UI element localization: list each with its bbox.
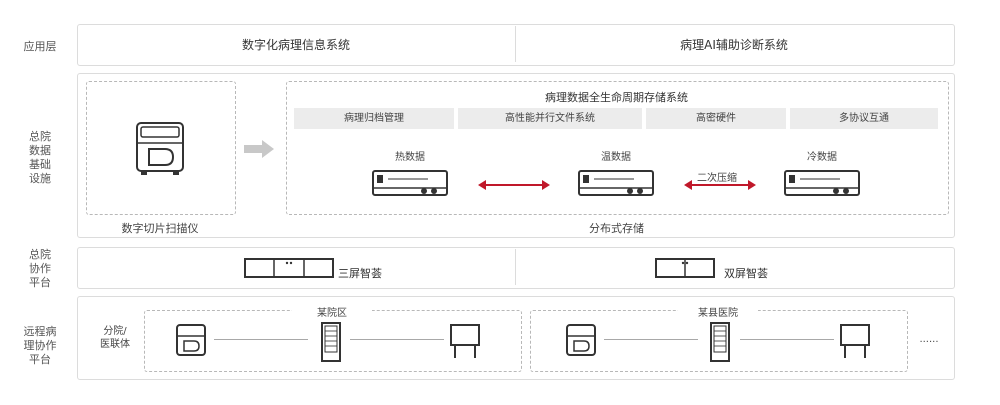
- remote-group-campus-label: 某院区: [292, 304, 372, 319]
- layer-label-remote: 远程病 理协作 平台: [23, 325, 57, 366]
- connector-line: [214, 339, 308, 340]
- triple-screen-label[interactable]: 三屏智荟: [338, 267, 382, 280]
- connector-line: [350, 339, 444, 340]
- feature-archive-mgmt: 病理归档管理: [294, 108, 454, 129]
- layer-label-application: 应用层: [23, 40, 57, 53]
- storage-cabinet-icon: [710, 322, 730, 362]
- hot-warm-arrow-icon: [478, 180, 550, 190]
- server-hot-icon: [372, 170, 448, 196]
- storage-cabinet-icon: [321, 322, 341, 362]
- triple-screen-icon: [244, 258, 334, 278]
- display-stand-icon: [450, 324, 480, 358]
- dual-screen-label[interactable]: 双屏智荟: [724, 267, 768, 280]
- feature-parallel-fs: 高性能并行文件系统: [458, 108, 642, 129]
- flow-arrow-icon: [244, 140, 274, 158]
- application-divider: [515, 26, 516, 62]
- warm-cold-arrow-icon: [684, 180, 756, 190]
- app-pathology-ai-system[interactable]: 病理AI辅助诊断系统: [680, 38, 788, 52]
- more-ellipsis: ......: [919, 334, 939, 345]
- scanner-small-icon: [176, 324, 206, 356]
- connector-line: [740, 339, 834, 340]
- server-cold-icon: [784, 170, 860, 196]
- dual-screen-icon: [655, 258, 715, 278]
- scanner-icon: [136, 122, 184, 175]
- app-digital-pathology-system[interactable]: 数字化病理信息系统: [241, 38, 350, 52]
- display-stand-icon: [840, 324, 870, 358]
- server-warm-icon: [578, 170, 654, 196]
- tier-label-warm: 温数据: [601, 152, 631, 163]
- collaboration-layer-box: [77, 247, 955, 289]
- remote-group-county-label: 某县医院: [678, 304, 758, 319]
- layer-label-collaboration: 总院 协作 平台: [29, 248, 51, 289]
- scanner-small-icon: [566, 324, 596, 356]
- application-layer-box: [77, 24, 955, 66]
- layer-label-infrastructure: 总院 数据 基础 设施: [29, 130, 51, 185]
- compression-label: 二次压缩: [697, 173, 737, 184]
- scanner-label: 数字切片扫描仪: [121, 222, 199, 235]
- storage-caption: 分布式存储: [589, 222, 644, 235]
- branch-label: 分院/ 医联体: [100, 326, 130, 350]
- tier-label-cold: 冷数据: [807, 152, 837, 163]
- connector-line: [604, 339, 698, 340]
- storage-system-title: 病理数据全生命周期存储系统: [545, 91, 688, 104]
- tier-label-hot: 热数据: [395, 152, 425, 163]
- storage-frame: [286, 81, 949, 215]
- collaboration-divider: [515, 249, 516, 285]
- scanner-frame: [86, 81, 236, 215]
- feature-dense-hardware: 高密硬件: [646, 108, 786, 129]
- infrastructure-layer-box: [77, 73, 955, 238]
- feature-multi-protocol: 多协议互通: [790, 108, 938, 129]
